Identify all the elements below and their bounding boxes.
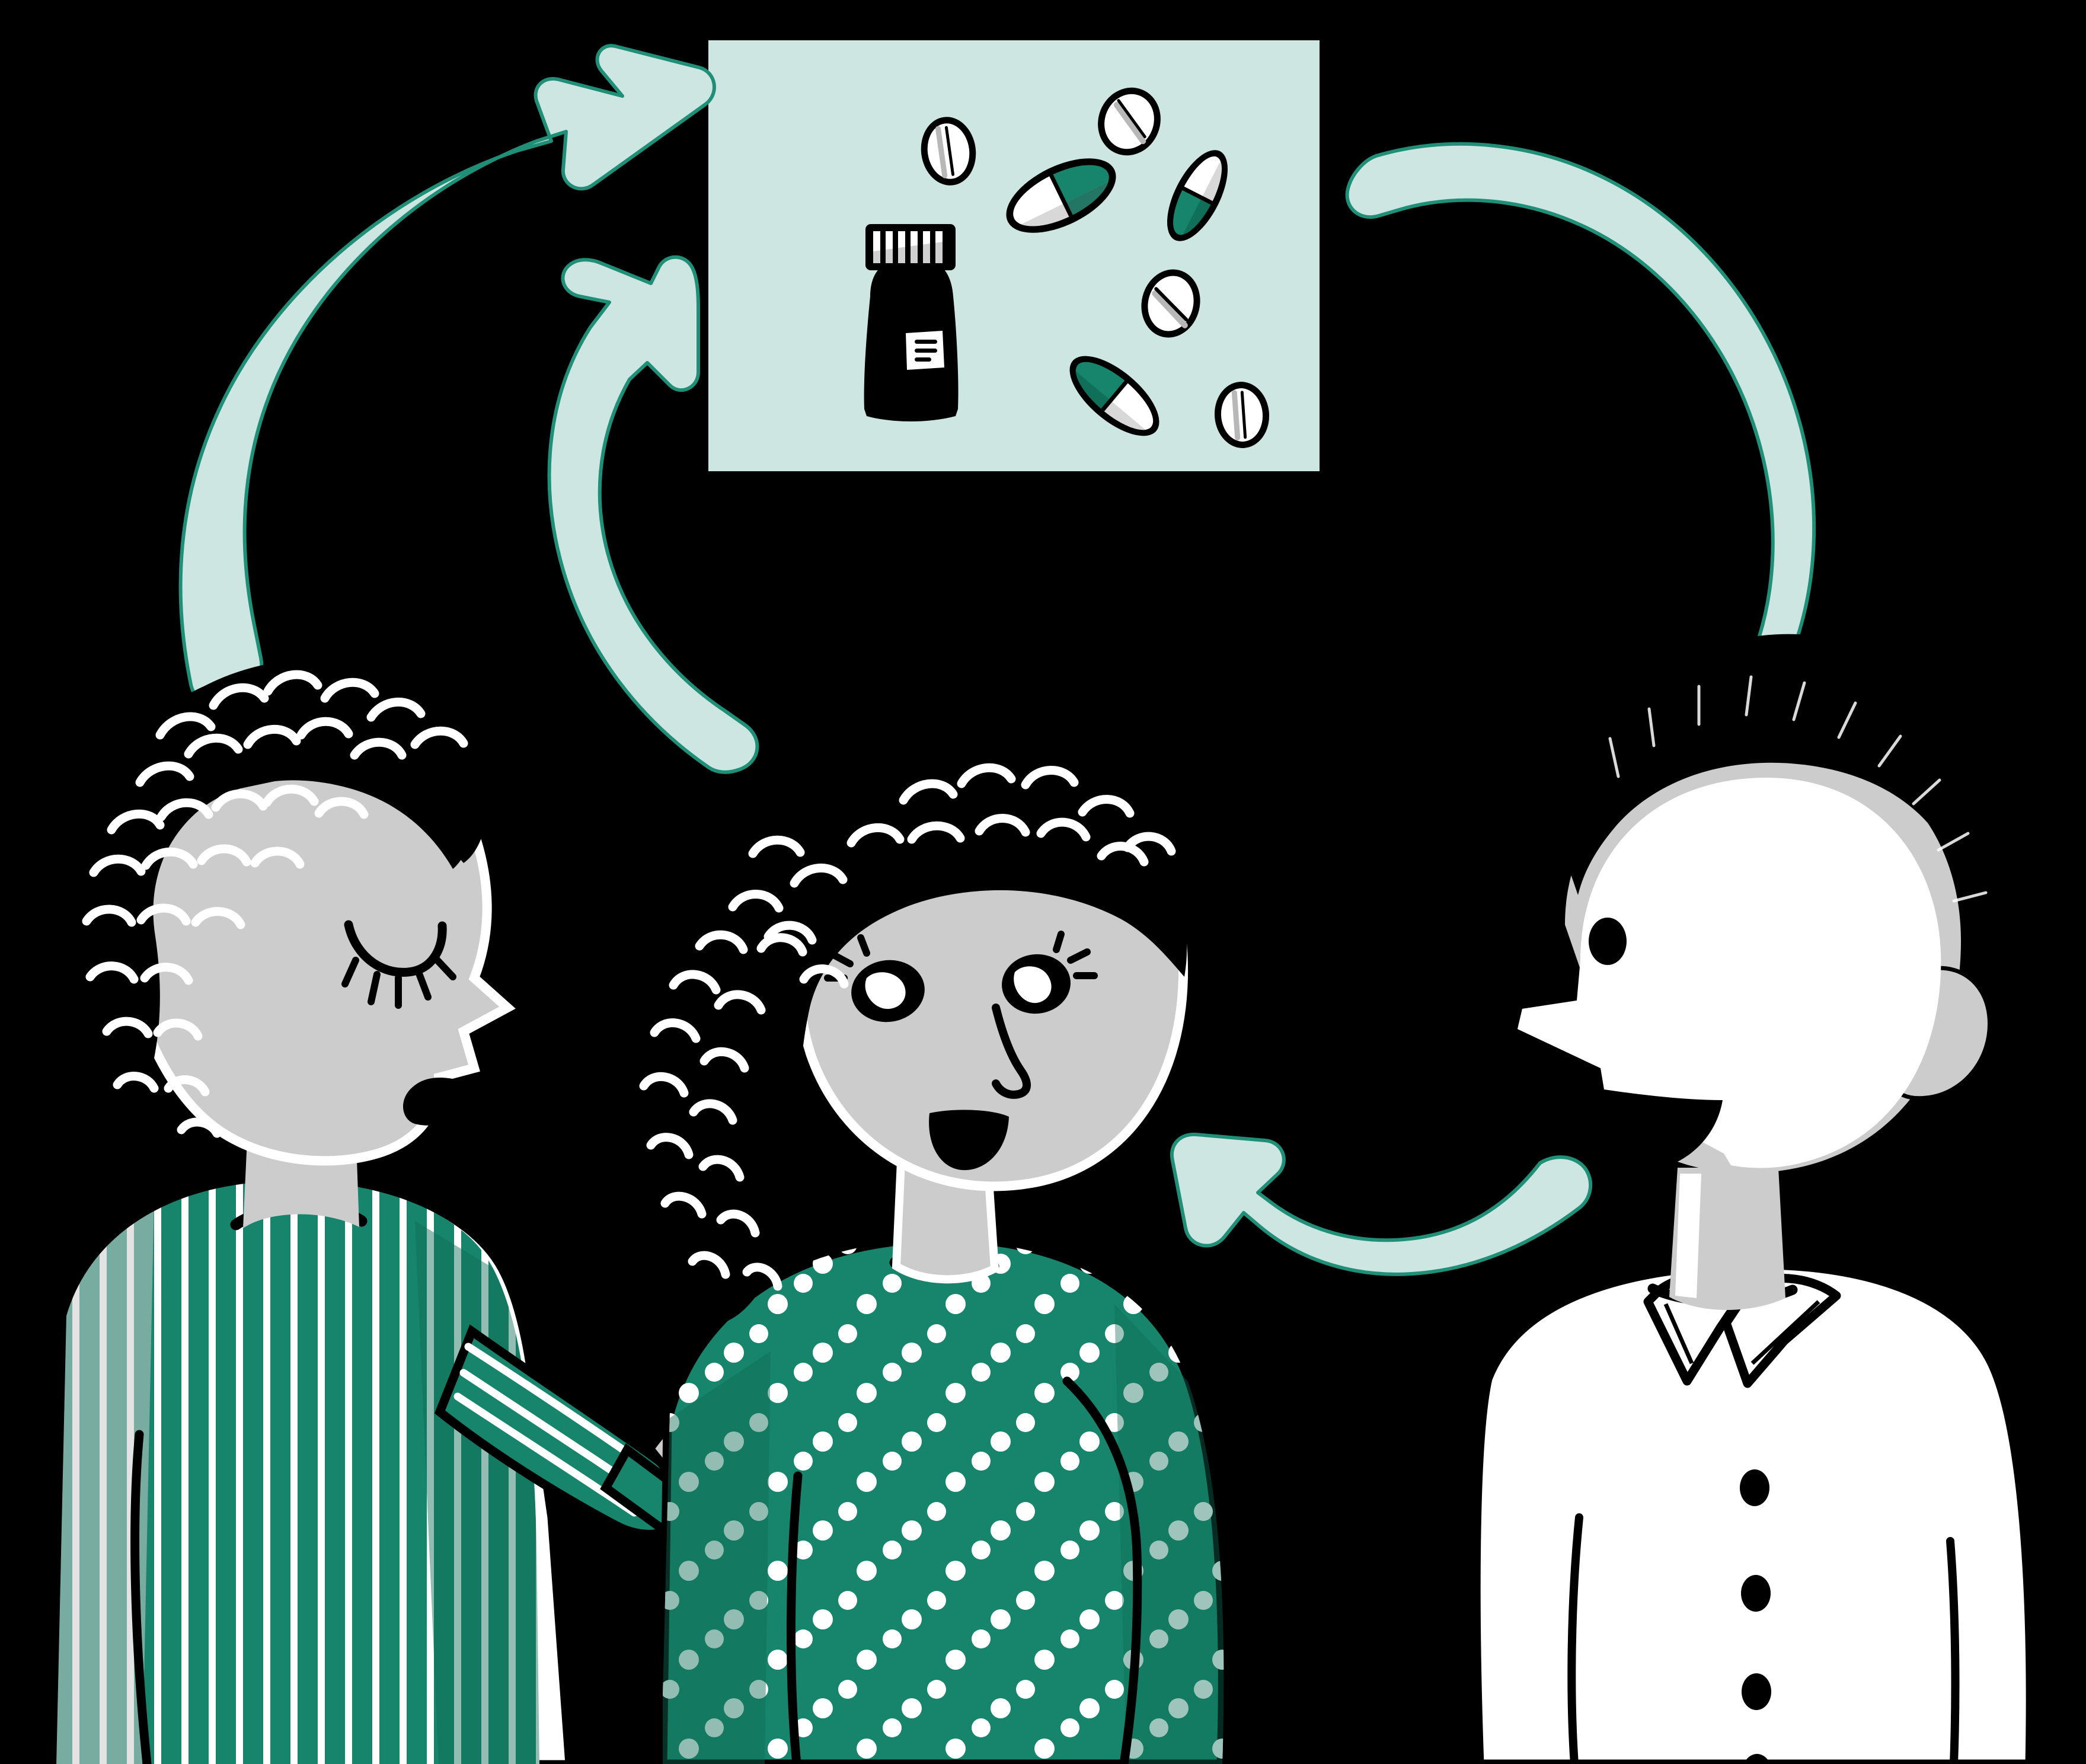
right-figure-neck-highlight bbox=[1675, 1174, 1701, 1298]
right-figure-face bbox=[1518, 778, 1941, 1168]
coat-button-2 bbox=[1741, 1575, 1771, 1612]
coat-button-1 bbox=[1740, 1469, 1769, 1506]
arrow-caregiver-to-medicine bbox=[547, 255, 759, 774]
left-figure-mouth bbox=[402, 1078, 481, 1126]
right-figure-mouth bbox=[1601, 1089, 1723, 1172]
right-figure-coat-seam-left bbox=[1567, 1513, 1583, 1764]
round-tablet-scored-2 bbox=[1098, 87, 1161, 156]
round-tablet-scored-4 bbox=[1214, 382, 1270, 448]
left-figure-head bbox=[59, 659, 516, 1166]
arrow-doctor-to-caregiver bbox=[1170, 1132, 1593, 1276]
right-figure-hair bbox=[1566, 707, 1995, 977]
arrow-group bbox=[178, 44, 1858, 1276]
center-figure-mouth bbox=[929, 1110, 1009, 1171]
right-figure-doctor[interactable] bbox=[1471, 634, 2035, 1764]
coat-button-3 bbox=[1742, 1673, 1771, 1710]
left-figure-hair-mass-2 bbox=[140, 659, 488, 863]
right-figure-coat-seam-right bbox=[1946, 1537, 1960, 1764]
medicine-panel[interactable] bbox=[708, 40, 1320, 471]
arrow-patient-to-medicine bbox=[178, 44, 716, 708]
capsule-green-white-3 bbox=[1066, 351, 1163, 441]
pill-group bbox=[921, 87, 1270, 448]
pill-bottle bbox=[864, 224, 959, 421]
center-figure-hair-curls bbox=[639, 763, 1176, 1291]
center-figure-eyes bbox=[824, 931, 1098, 1022]
left-figure-side-seam bbox=[130, 1430, 152, 1764]
center-figure-neck bbox=[892, 1158, 999, 1284]
right-figure-nose bbox=[1518, 1001, 1601, 1068]
center-figure-body-seam-left bbox=[786, 1471, 803, 1764]
left-figure-closed-eye bbox=[341, 920, 456, 1009]
capsule-green-white-1 bbox=[1004, 152, 1118, 239]
center-figure-bangs bbox=[811, 776, 1182, 969]
right-figure-head bbox=[1518, 634, 2022, 1174]
left-figure-body bbox=[52, 1175, 573, 1764]
right-figure-hair-top bbox=[1558, 634, 2022, 996]
capsule-green-white-2 bbox=[1163, 149, 1232, 242]
left-figure-hair-curls bbox=[82, 670, 468, 1138]
center-figure-head bbox=[599, 732, 1189, 1327]
right-figure-eye bbox=[1589, 918, 1627, 965]
coat-button-4 bbox=[1743, 1754, 1771, 1764]
bottle-label bbox=[906, 331, 944, 370]
round-tablet-scored-3 bbox=[1141, 269, 1200, 338]
right-figure-lab-coat bbox=[1471, 1260, 2035, 1764]
right-figure-coat-outline bbox=[1471, 1260, 2035, 1764]
center-figure-nose bbox=[992, 1004, 1031, 1099]
center-figure-caregiver[interactable] bbox=[599, 732, 1245, 1764]
right-figure-coat-buttons bbox=[1740, 1469, 1771, 1764]
right-figure-hair-spikes bbox=[1608, 675, 1988, 903]
center-figure-body-seam-right bbox=[1062, 1376, 1142, 1764]
round-tablet-scored-1 bbox=[921, 117, 976, 186]
bottle-cap bbox=[865, 224, 956, 270]
center-figure-body bbox=[658, 1234, 1227, 1764]
